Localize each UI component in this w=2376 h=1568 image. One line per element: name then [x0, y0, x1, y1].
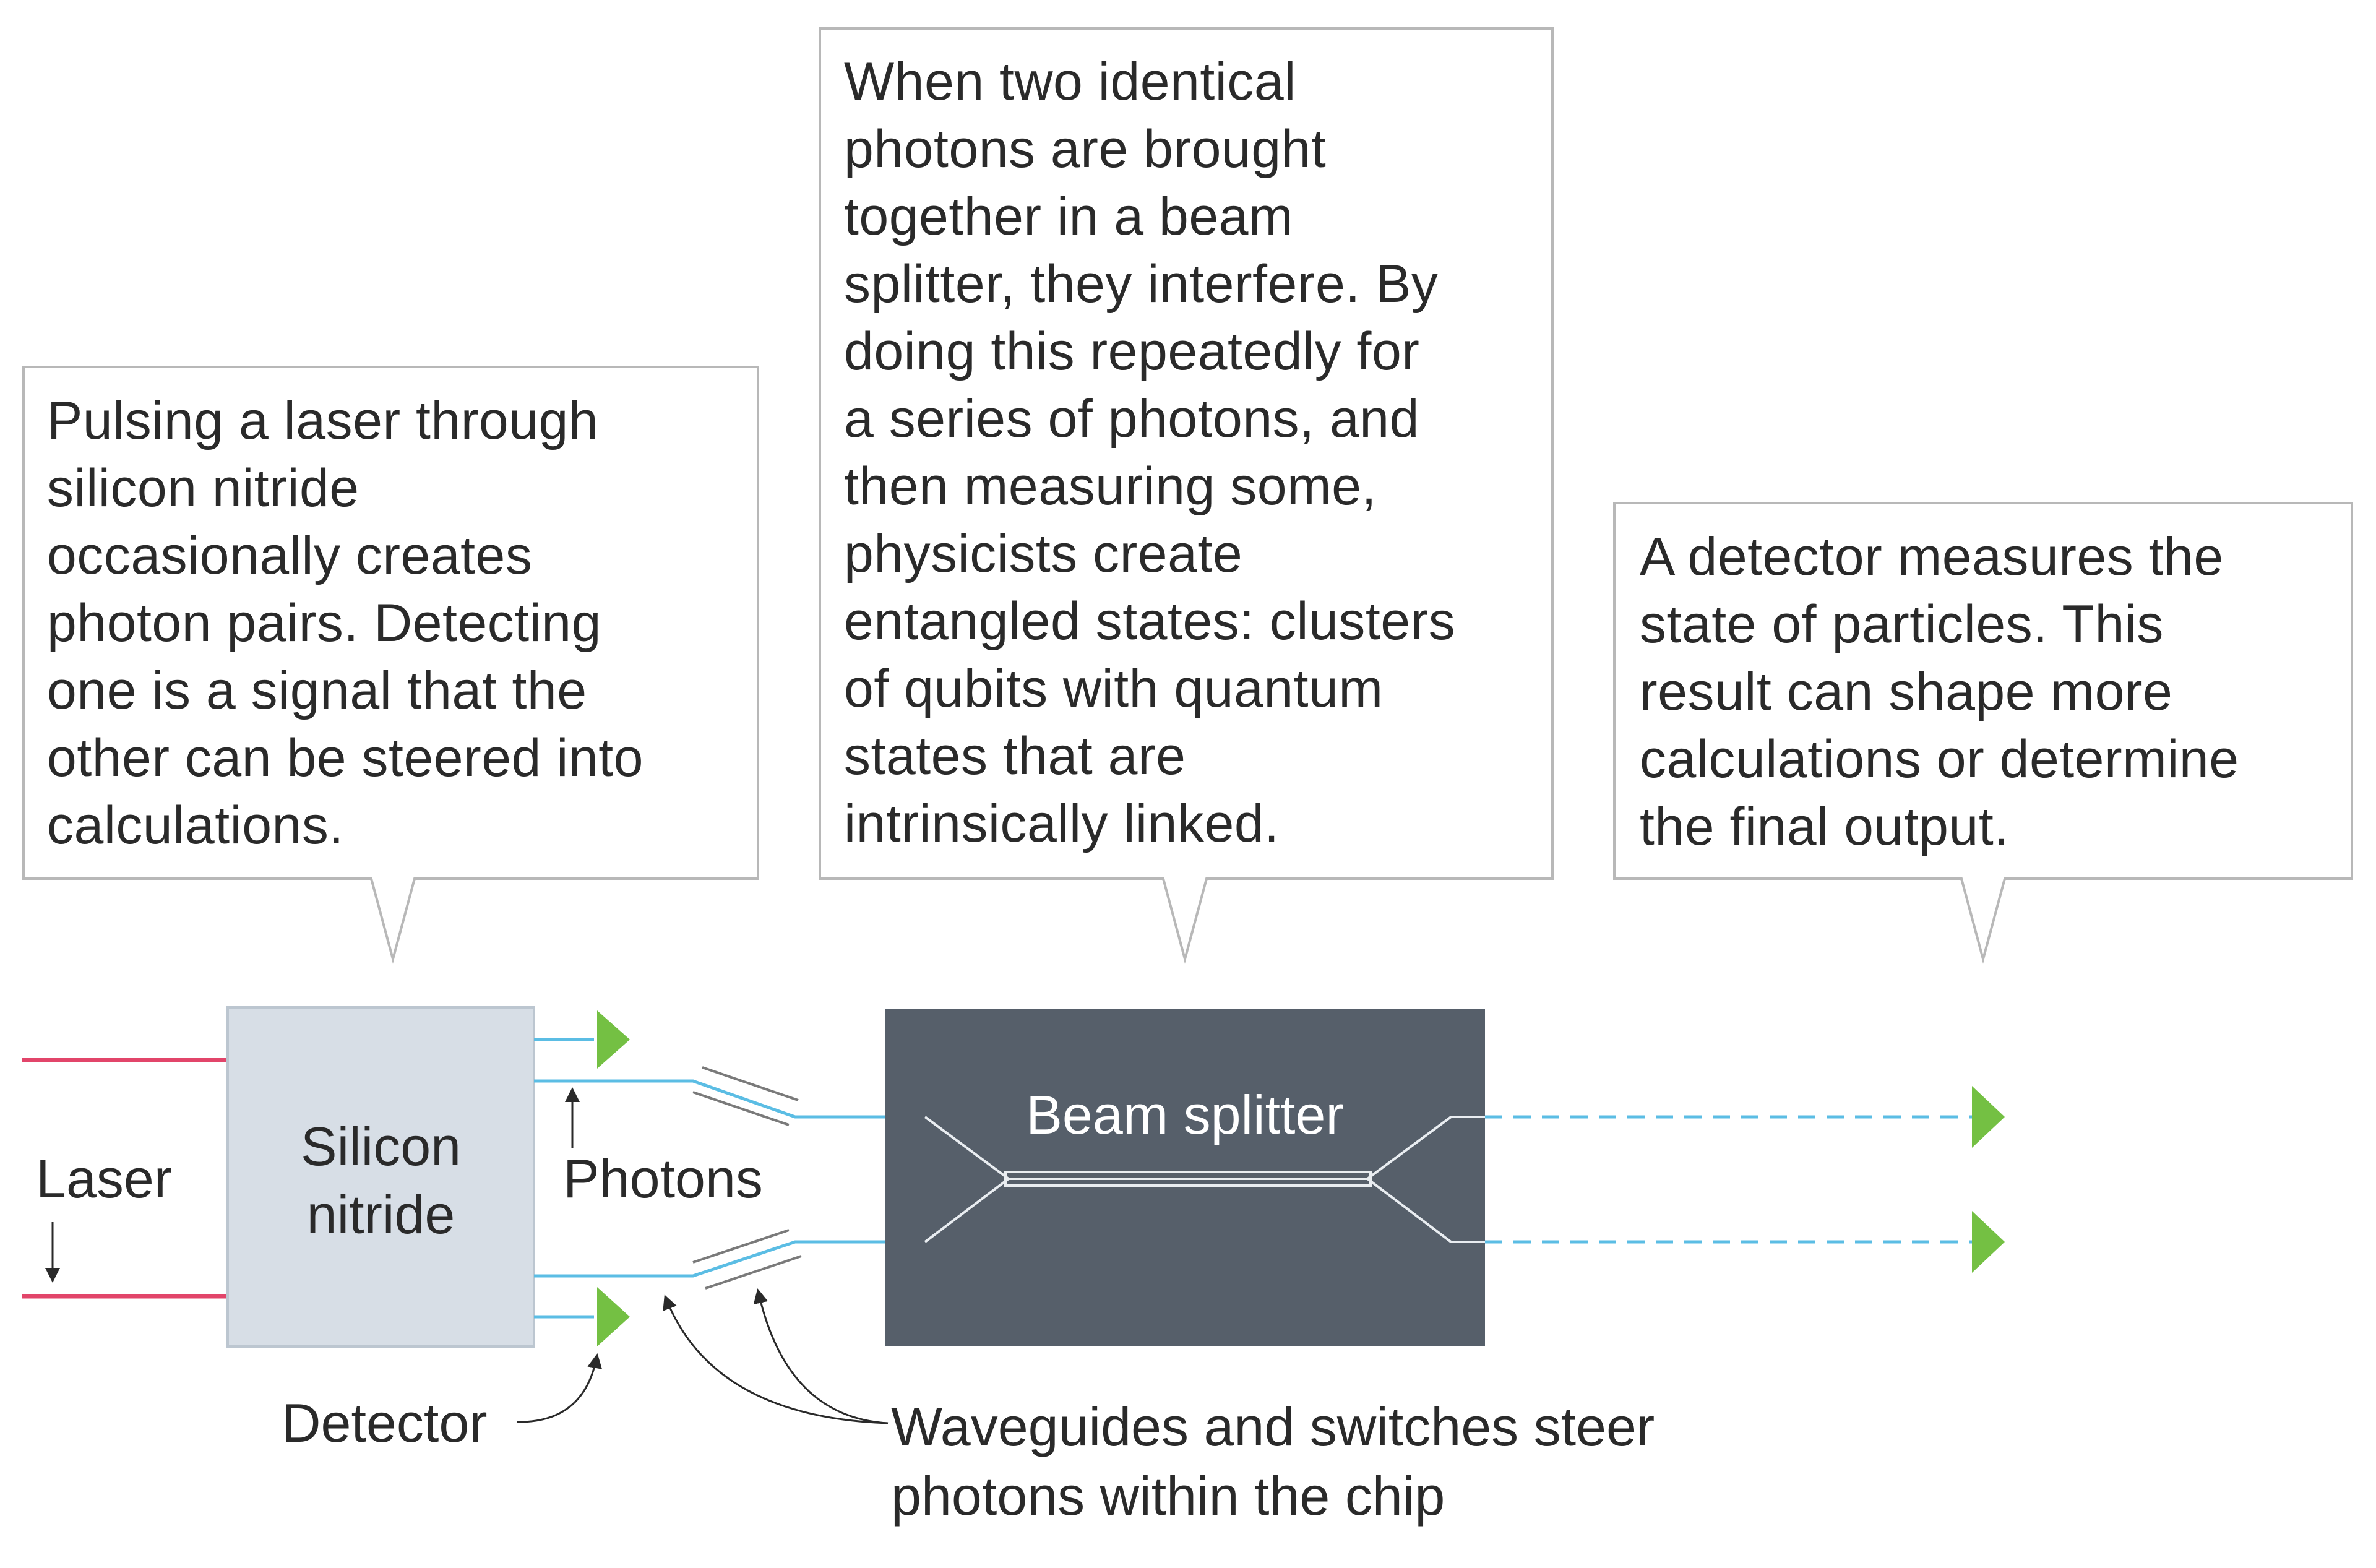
waveguide-arrow-2 — [753, 1288, 889, 1424]
callout-text-left: Pulsing a laser through silicon nitride … — [47, 391, 644, 855]
laser-label: Laser — [36, 1148, 173, 1209]
switch-marks-top — [692, 1066, 799, 1126]
silicon-nitride-label: Silicon nitride — [300, 1116, 462, 1245]
callout-box-left — [22, 366, 759, 964]
detector-triangle-output-top — [1972, 1086, 2005, 1148]
waveguides-label: Waveguides and switches steer photons wi… — [891, 1396, 1655, 1527]
callout-box-middle — [819, 27, 1554, 964]
photon-waveguide-top — [534, 1079, 922, 1119]
beam-splitter-waveguides — [924, 1116, 1485, 1243]
beam-splitter-label: Beam splitter — [1026, 1084, 1344, 1145]
detector-arrow — [516, 1353, 603, 1423]
callout-box-right — [1613, 502, 2353, 964]
callout-text-right: A detector measures the state of particl… — [1640, 527, 2239, 856]
detector-triangle-bottom — [597, 1287, 630, 1346]
callout-text-middle: When two identical photons are brought t… — [844, 52, 1456, 853]
photon-waveguide-bottom — [534, 1240, 922, 1278]
detector-triangle-output-bottom — [1972, 1211, 2005, 1273]
photons-label: Photons — [563, 1148, 763, 1209]
beam-splitter-box — [885, 1009, 1485, 1346]
waveguide-arrow-1 — [663, 1294, 889, 1424]
detector-triangle-top — [597, 1010, 630, 1069]
detector-label: Detector — [282, 1392, 488, 1454]
silicon-nitride-box — [226, 1006, 535, 1348]
switch-marks-bottom — [692, 1229, 802, 1290]
